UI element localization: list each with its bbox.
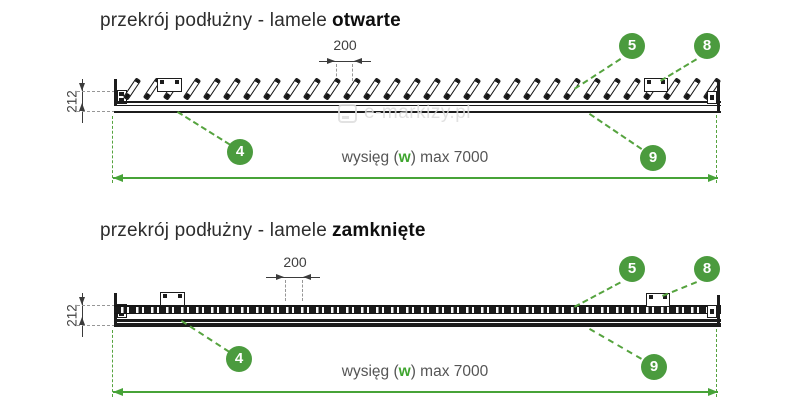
louver-slat — [202, 77, 222, 101]
closed-span-extension-right — [716, 329, 717, 397]
closed-slat-spacing-label: 200 — [283, 254, 307, 270]
open-span-extension-right — [716, 115, 717, 183]
open-slat-spacing-label: 200 — [333, 37, 357, 53]
open-height-arrow-bottom-icon — [79, 103, 85, 111]
closed-mount-bracket-left — [160, 292, 185, 306]
open-callout-5: 5 — [619, 33, 645, 59]
closed-span-label-post: ) max 7000 — [410, 363, 489, 380]
closed-height-arrow-top-icon — [79, 297, 85, 305]
louver-slat — [182, 77, 202, 101]
open-spacing-dim-line — [319, 61, 371, 62]
louver-slat — [462, 77, 482, 101]
louver-slat — [682, 77, 702, 101]
closed-callout-4: 4 — [226, 346, 252, 372]
closed-height-extension-top — [77, 305, 115, 306]
open-span-label-pre: wysięg ( — [341, 149, 399, 166]
open-upper-rail — [114, 101, 721, 103]
open-leader-9 — [588, 113, 643, 150]
closed-rail-line — [114, 319, 721, 322]
closed-callout-9: 9 — [641, 354, 667, 380]
louver-slat — [602, 77, 622, 101]
open-span-label-w: w — [398, 149, 411, 166]
open-height-arrow-top-icon — [79, 83, 85, 91]
closed-spacing-arrow-left-icon — [276, 274, 284, 280]
closed-leader-9 — [589, 328, 642, 360]
closed-callout-8: 8 — [694, 256, 720, 282]
closed-span-dim-line — [113, 391, 718, 394]
louver-slat — [422, 77, 442, 101]
louver-slat — [502, 77, 522, 101]
louver-slat — [442, 77, 462, 101]
section-open-title-bold: otwarte — [331, 10, 401, 31]
closed-spacing-extension-left — [285, 280, 286, 301]
closed-span-label-w: w — [398, 363, 411, 380]
watermark: e-markizy.pl — [338, 102, 471, 124]
louver-slat — [122, 77, 142, 101]
louver-slat — [302, 77, 322, 101]
louver-slat — [282, 77, 302, 101]
closed-bottom-profile — [114, 323, 721, 327]
closed-span-label-pre: wysięg ( — [341, 363, 399, 380]
louver-slat — [382, 77, 402, 101]
open-mount-bracket-right — [644, 78, 668, 92]
closed-right-post — [717, 295, 720, 326]
louver-slat — [322, 77, 342, 101]
section-open-title-regular: przekrój podłużny - lamele — [100, 10, 327, 31]
louver-slat — [482, 77, 502, 101]
louver-slat — [622, 77, 642, 101]
louver-slat — [262, 77, 282, 101]
open-mount-bracket-left — [157, 78, 182, 92]
open-spacing-arrow-right-icon — [354, 58, 362, 64]
section-closed-title-bold: zamknięte — [331, 220, 426, 241]
open-bottom-profile — [114, 105, 721, 113]
closed-height-arrow-bottom-icon — [79, 317, 85, 325]
open-left-post — [114, 79, 117, 112]
open-height-extension-bottom — [77, 111, 115, 112]
closed-louver-band — [114, 305, 721, 314]
closed-span-extension-left — [112, 330, 113, 397]
closed-leader-5 — [574, 281, 621, 308]
closed-mount-bracket-right — [646, 293, 670, 307]
open-spacing-extension-left — [336, 64, 337, 81]
closed-right-end-profile — [707, 305, 717, 318]
open-callout-9: 9 — [640, 145, 666, 171]
closed-span-arrow-right-icon — [708, 387, 718, 396]
closed-height-extension-bottom — [77, 325, 115, 326]
open-span-arrow-left-icon — [113, 173, 123, 182]
louver-slat — [542, 77, 562, 101]
watermark-text: e-markizy.pl — [364, 102, 471, 123]
closed-spacing-dim-line — [266, 277, 320, 278]
louver-slat — [522, 77, 542, 101]
closed-leader-8 — [662, 281, 698, 297]
closed-span-label: wysięg (w) max 7000 — [290, 363, 540, 381]
louver-slat — [562, 77, 582, 101]
closed-spacing-arrow-right-icon — [303, 274, 311, 280]
open-span-label: wysięg (w) max 7000 — [290, 149, 540, 167]
section-closed-title-regular: przekrój podłużny - lamele — [100, 220, 327, 241]
open-callout-8: 8 — [694, 33, 720, 59]
open-span-arrow-right-icon — [708, 173, 718, 182]
open-spacing-extension-right — [352, 64, 353, 81]
louver-slat — [362, 77, 382, 101]
open-right-end-profile — [707, 91, 717, 104]
open-height-dim-line — [82, 79, 83, 123]
closed-spacing-extension-right — [302, 280, 303, 301]
open-span-dim-line — [113, 177, 718, 180]
open-height-extension-top — [77, 91, 115, 92]
louver-slat — [402, 77, 422, 101]
open-spacing-arrow-left-icon — [327, 58, 335, 64]
louver-slat — [242, 77, 262, 101]
open-callout-4: 4 — [227, 139, 253, 165]
closed-callout-5: 5 — [619, 256, 645, 282]
watermark-logo-icon — [338, 103, 357, 123]
closed-height-dim-line — [82, 293, 83, 337]
louver-slat — [222, 77, 242, 101]
open-right-post — [717, 82, 720, 112]
open-leader-4 — [176, 111, 231, 146]
open-span-label-post: ) max 7000 — [410, 149, 489, 166]
open-span-extension-left — [112, 116, 113, 183]
closed-span-arrow-left-icon — [113, 387, 123, 396]
